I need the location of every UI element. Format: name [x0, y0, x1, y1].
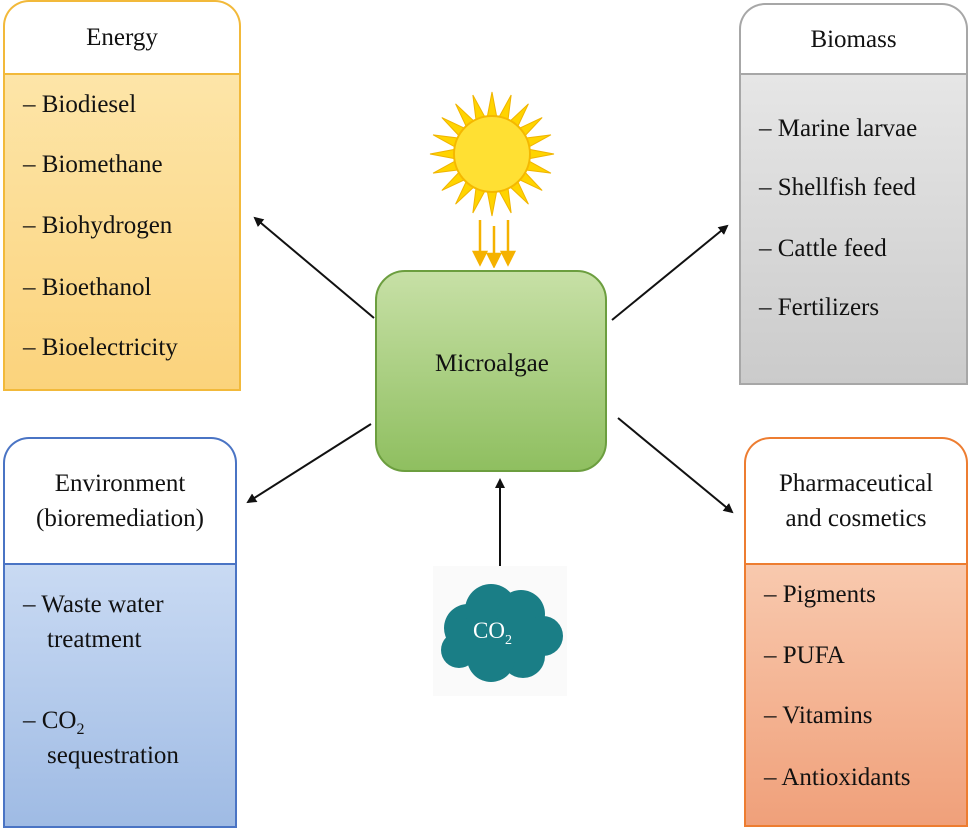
- list-item: – PUFA: [764, 642, 845, 669]
- list-item: – Shellfish feed: [759, 174, 916, 201]
- list-item: – Vitamins: [764, 702, 873, 729]
- list-item-line2: treatment: [47, 626, 142, 653]
- energy-panel: Energy – Biodiesel – Biomethane – Biohyd…: [3, 0, 241, 391]
- energy-list: – Biodiesel – Biomethane – Biohydrogen –…: [3, 73, 241, 391]
- list-item: – Biohydrogen: [23, 212, 173, 239]
- environment-panel: Environment (bioremediation) – Waste wat…: [3, 437, 237, 828]
- list-item: – Waste water treatment: [23, 587, 164, 657]
- list-item: – Marine larvae: [759, 115, 918, 142]
- arrow-to-environment: [246, 423, 372, 504]
- list-item: – Pigments: [764, 581, 876, 608]
- light-rays-icon: [471, 220, 517, 268]
- arrow-to-pharma: [617, 417, 734, 514]
- microalgae-box: Microalgae: [375, 270, 607, 472]
- pharma-title: Pharmaceutical and cosmetics: [744, 437, 968, 563]
- list-item-line1: – CO2: [23, 707, 85, 738]
- energy-title: Energy: [3, 0, 241, 73]
- co2-cloud: CO2: [433, 566, 567, 696]
- environment-title: Environment (bioremediation): [3, 437, 237, 563]
- list-item: – Biomethane: [23, 151, 163, 178]
- list-item: – Antioxidants: [764, 764, 911, 791]
- list-item: – Bioelectricity: [23, 334, 178, 361]
- pharma-panel: Pharmaceutical and cosmetics – Pigments …: [744, 437, 968, 827]
- pharma-title-line2: and cosmetics: [785, 505, 927, 532]
- list-item: – CO2 sequestration: [23, 703, 179, 773]
- microalgae-label: Microalgae: [435, 350, 549, 377]
- list-item: – Cattle feed: [759, 235, 887, 262]
- biomass-panel: Biomass – Marine larvae – Shellfish feed…: [739, 3, 968, 385]
- list-item: – Biodiesel: [23, 91, 137, 118]
- sun-icon: [429, 91, 555, 217]
- co2-label: CO2: [473, 618, 512, 648]
- list-item: – Bioethanol: [23, 274, 152, 301]
- environment-title-line2: (bioremediation): [36, 505, 204, 532]
- arrow-to-energy: [253, 216, 375, 319]
- biomass-title: Biomass: [739, 3, 968, 73]
- environment-list: – Waste water treatment – CO2 sequestrat…: [3, 563, 237, 828]
- co2-cloud-icon: [441, 584, 563, 682]
- biomass-list: – Marine larvae – Shellfish feed – Cattl…: [739, 73, 968, 385]
- environment-title-line1: Environment: [54, 470, 186, 497]
- pharma-title-line1: Pharmaceutical: [778, 470, 934, 497]
- list-item: – Fertilizers: [759, 294, 880, 321]
- list-item-line2: sequestration: [47, 742, 179, 769]
- list-item-line1: – Waste water: [23, 591, 164, 618]
- arrow-to-biomass: [611, 224, 729, 321]
- pharma-list: – Pigments – PUFA – Vitamins – Antioxida…: [744, 563, 968, 827]
